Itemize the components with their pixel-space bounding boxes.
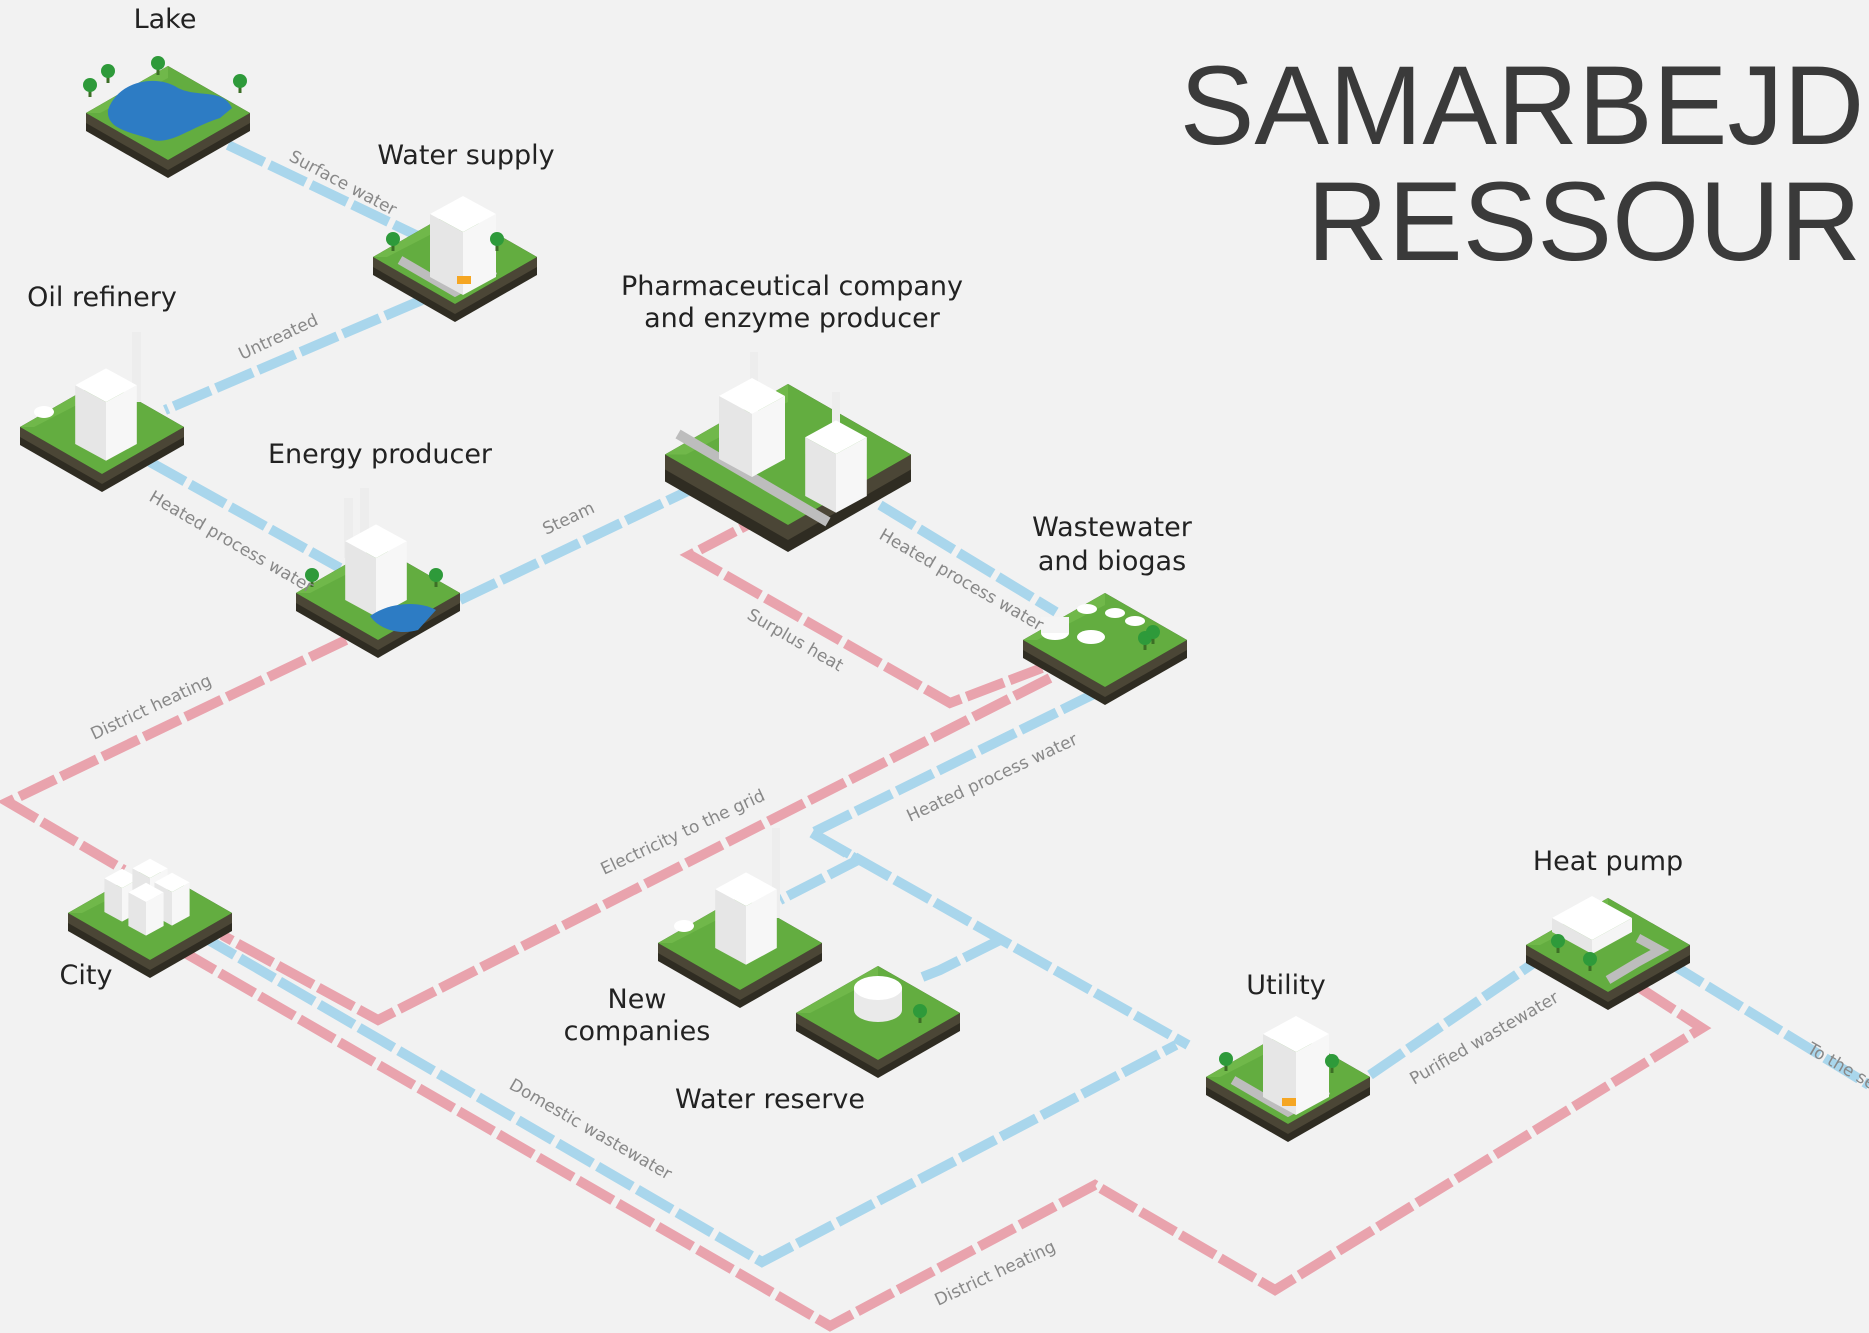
flow-district-heating-2: District heating <box>932 1237 1059 1311</box>
page-title: SAMARBEJDE RESSOUR <box>1109 48 1869 280</box>
pipe-wastewater-utility <box>801 687 1191 1050</box>
title-line-1: SAMARBEJDE <box>1179 48 1869 168</box>
label-pharma-line1: Pharmaceutical company <box>621 271 963 302</box>
node-new-companies <box>658 828 822 1008</box>
node-wastewater <box>1023 593 1187 705</box>
pipe-newco-branch <box>777 828 869 905</box>
label-energy: Energy producer <box>268 439 493 470</box>
label-lake: Lake <box>134 4 197 35</box>
pipe-electricity <box>219 673 1053 1026</box>
node-water-supply <box>373 196 537 322</box>
water-pipes <box>147 140 1869 1268</box>
pipe-to-the-sea <box>1665 957 1869 1090</box>
flow-heated-process-water-2: Heated process water <box>876 525 1047 635</box>
label-new-companies-line1: New <box>608 984 667 1015</box>
heat-pipes <box>0 505 1712 1332</box>
pipe-district-heating-1 <box>0 635 349 875</box>
pipe-refinery-energy <box>147 457 343 573</box>
node-water-reserve <box>796 966 960 1078</box>
label-oil-refinery: Oil refinery <box>27 282 177 313</box>
flow-labels: Surface water Untreated Heated process w… <box>88 147 1869 1311</box>
pipe-untreated <box>163 295 424 415</box>
label-water-reserve: Water reserve <box>675 1084 865 1115</box>
pipe-purified <box>1367 955 1541 1080</box>
node-energy-producer <box>296 488 460 658</box>
flow-to-the-sea: To the sea <box>1803 1039 1869 1100</box>
pipe-surface-water <box>225 140 425 243</box>
pipe-district-heating-2 <box>177 945 1712 1332</box>
pipe-domestic-wastewater <box>197 930 1179 1268</box>
label-pharma-line2: and enzyme producer <box>644 303 941 334</box>
label-new-companies-line2: companies <box>564 1016 711 1047</box>
pipe-steam <box>457 473 718 605</box>
label-heat-pump: Heat pump <box>1533 846 1683 877</box>
label-utility: Utility <box>1246 970 1325 1001</box>
label-wastewater-line1: Wastewater <box>1032 512 1193 543</box>
node-labels: Lake Water supply Oil refinery Pharmaceu… <box>27 4 1683 1115</box>
label-city: City <box>60 960 113 991</box>
node-lake <box>83 56 250 178</box>
pipe-reserve-branch <box>918 935 1003 983</box>
label-water-supply: Water supply <box>377 140 554 171</box>
pipe-surplus-heat <box>679 505 1044 709</box>
node-heat-pump <box>1526 896 1690 1010</box>
node-utility <box>1206 1016 1370 1142</box>
label-wastewater-line2: and biogas <box>1038 546 1186 577</box>
node-pharma <box>665 352 911 552</box>
node-oil-refinery <box>20 332 184 492</box>
pipe-pharma-wastewater <box>877 500 1059 617</box>
title-line-2: RESSOUR <box>1307 159 1861 280</box>
